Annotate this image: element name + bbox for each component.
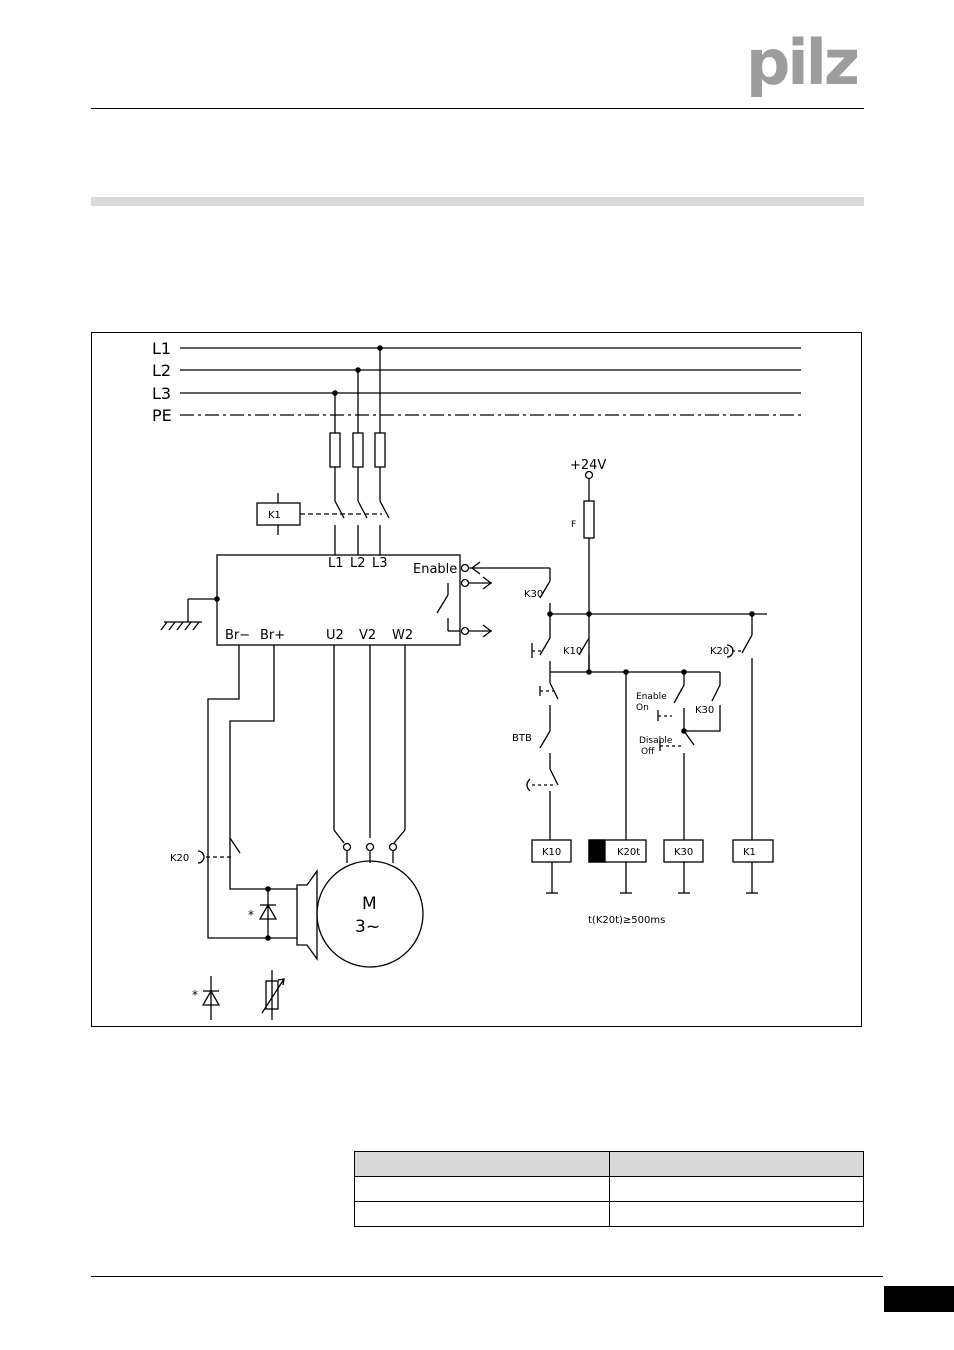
amp-output-w2: W2 xyxy=(392,628,413,643)
table-cell xyxy=(354,1151,610,1177)
fuse-label: F xyxy=(571,520,576,530)
brake-contact-label-k20: K20 xyxy=(170,853,189,864)
legend-footnote-marker: * xyxy=(192,988,198,1002)
brand-logo-text: pilz xyxy=(746,26,858,98)
table-cell xyxy=(354,1201,610,1227)
header-rule xyxy=(91,108,864,109)
contact-label-btb: BTB xyxy=(512,733,532,744)
mains-label-pe: PE xyxy=(152,406,172,425)
page-tab xyxy=(884,1286,954,1312)
table-cell xyxy=(608,1176,864,1202)
contact-label-k30-hold: K30 xyxy=(695,705,714,716)
disable-off-label-2: Off xyxy=(641,747,655,757)
contact-label-k10: K10 xyxy=(563,646,582,657)
amp-input-l3: L3 xyxy=(372,556,388,571)
mains-label-l3: L3 xyxy=(152,384,171,403)
amp-output-br-minus: Br− xyxy=(225,628,250,643)
amp-output-br-plus: Br+ xyxy=(260,628,285,643)
amp-output-u2: U2 xyxy=(326,628,344,643)
pilz-logo: pilz xyxy=(746,26,861,98)
mains-label-l1: L1 xyxy=(152,339,171,358)
enable-on-label-2: On xyxy=(636,703,649,713)
motor-label-m: M xyxy=(362,894,377,914)
table-cell xyxy=(354,1176,610,1202)
enable-on-label-1: Enable xyxy=(636,692,667,702)
amp-output-v2: V2 xyxy=(359,628,376,643)
table-cell xyxy=(608,1201,864,1227)
table-cell xyxy=(608,1151,864,1177)
contact-label-k20: K20 xyxy=(710,646,729,657)
amp-input-l1: L1 xyxy=(328,556,344,571)
coil-label-k1: K1 xyxy=(743,847,756,858)
wiring-diagram-frame: L1 L2 L3 PE K1 L1 L2 L3 Enable Br− Br+ U… xyxy=(91,332,862,1027)
section-band xyxy=(91,197,864,206)
disable-off-label-1: Disable xyxy=(639,736,673,746)
motor-label-phase: 3~ xyxy=(355,917,380,937)
coil-label-k20t: K20t xyxy=(617,847,640,858)
amp-enable-label: Enable xyxy=(413,562,457,577)
mains-label-l2: L2 xyxy=(152,361,171,380)
supply-label: +24V xyxy=(570,458,606,473)
contactor-label-k1: K1 xyxy=(268,510,281,521)
amp-input-l2: L2 xyxy=(350,556,366,571)
table-row xyxy=(354,1201,864,1227)
contact-label-k30: K30 xyxy=(524,589,543,600)
diode-footnote-marker: * xyxy=(248,908,254,922)
table-row xyxy=(354,1176,864,1202)
coil-label-k10: K10 xyxy=(542,847,561,858)
footer-rule xyxy=(91,1276,883,1277)
timing-note: t(K20t)≥500ms xyxy=(588,915,665,926)
data-table xyxy=(354,1151,864,1227)
table-header-row xyxy=(354,1151,864,1177)
coil-label-k30: K30 xyxy=(674,847,693,858)
wiring-diagram: L1 L2 L3 PE K1 L1 L2 L3 Enable Br− Br+ U… xyxy=(152,339,801,1020)
